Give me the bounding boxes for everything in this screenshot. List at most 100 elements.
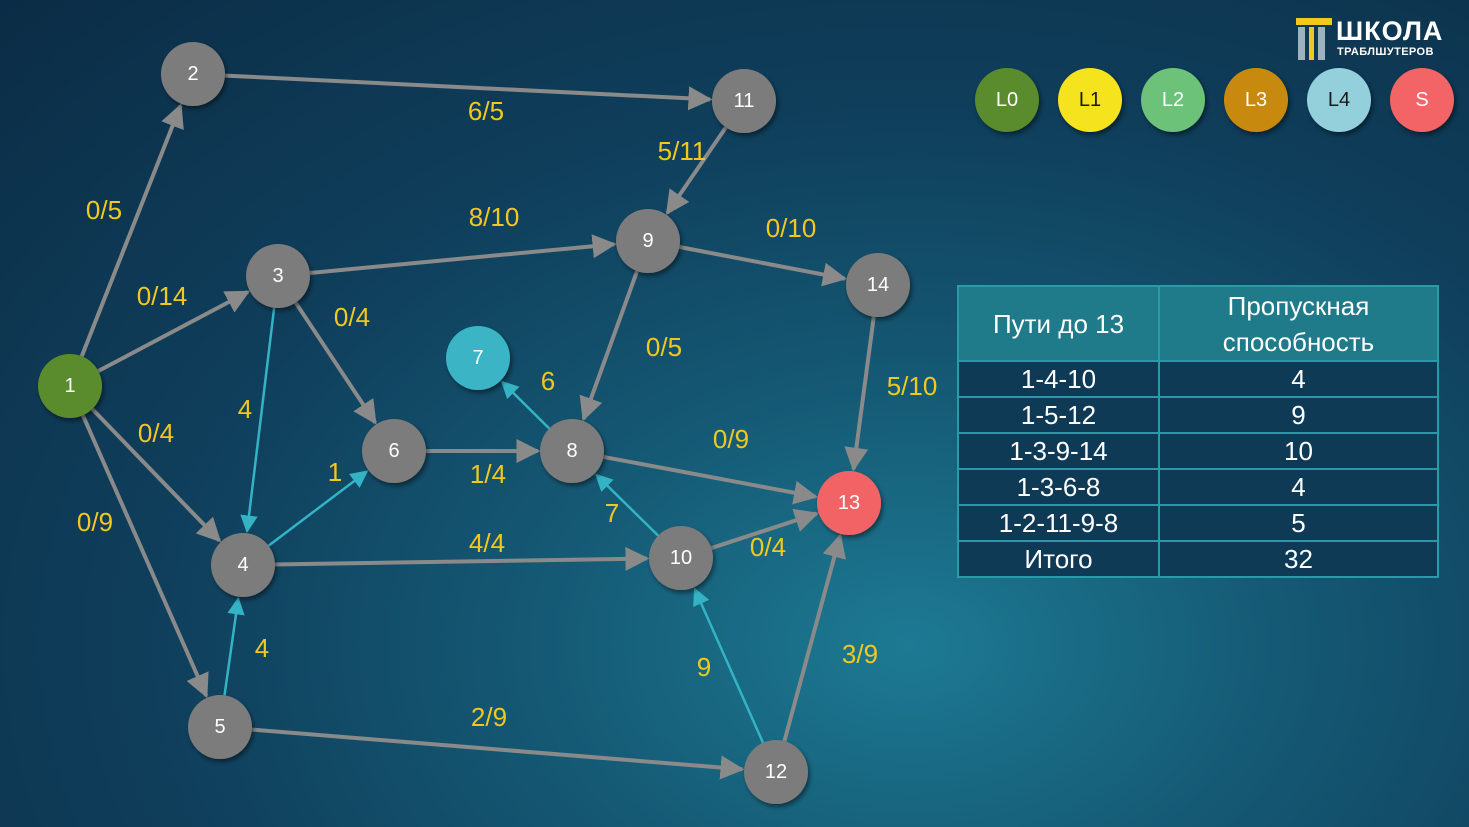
- edge-1-4: [90, 407, 222, 543]
- edge-label-10-13: 0/4: [750, 532, 786, 562]
- node-circle: [817, 471, 881, 535]
- node-5: 5: [188, 695, 252, 759]
- legend-chip-l4: L4: [1307, 68, 1371, 132]
- capacity-cell: 10: [1158, 432, 1439, 470]
- node-circle: [38, 354, 102, 418]
- node-label: 13: [838, 492, 860, 514]
- edge-label-12-10: 9: [697, 652, 711, 682]
- node-circle: [712, 69, 776, 133]
- edge-label-1-4: 0/4: [138, 418, 174, 448]
- edge-label-12-13: 3/9: [842, 639, 878, 669]
- path-cell: 1-2-11-9-8: [957, 504, 1160, 542]
- capacity-cell: 9: [1158, 396, 1439, 434]
- edges-layer: [79, 73, 876, 780]
- edge-label-4-6: 1: [328, 457, 342, 487]
- node-circle: [161, 42, 225, 106]
- edge-1-5: [81, 414, 209, 699]
- edge-label-9-14: 0/10: [766, 213, 817, 243]
- edge-label-1-3: 0/14: [137, 281, 188, 311]
- node-label: 2: [187, 63, 198, 85]
- edge-3-4: [240, 307, 276, 533]
- node-circle: [540, 419, 604, 483]
- header-capacity: Пропускная способность: [1158, 285, 1439, 362]
- edge-1-3: [97, 290, 251, 373]
- node-6: 6: [362, 419, 426, 483]
- brand-subtitle: ТРАБЛШУТЕРОВ: [1337, 46, 1434, 58]
- node-circle: [846, 253, 910, 317]
- edge-label-5-4: 4: [255, 633, 269, 663]
- node-circle: [744, 740, 808, 804]
- edge-label-3-4: 4: [238, 394, 252, 424]
- edge-8-7: [500, 380, 551, 430]
- edge-10-8: [595, 473, 660, 537]
- edge-1-2: [79, 103, 184, 357]
- legend-chip-l0: L0: [975, 68, 1039, 132]
- node-3: 3: [246, 244, 310, 308]
- edge-label-1-5: 0/9: [77, 507, 113, 537]
- node-8: 8: [540, 419, 604, 483]
- node-label: 7: [472, 347, 483, 369]
- edge-12-10: [693, 587, 765, 744]
- node-label: 1: [64, 375, 75, 397]
- table-row: 1-4-10 4: [957, 360, 1439, 398]
- paths-table: Пути до 13 Пропускная способность 1-4-10…: [957, 285, 1439, 578]
- node-label: 12: [765, 761, 787, 783]
- capacity-cell: 4: [1158, 468, 1439, 506]
- header-paths: Пути до 13: [957, 285, 1160, 362]
- node-circle: [188, 695, 252, 759]
- edge-11-9: [665, 126, 728, 215]
- table-row: 1-2-11-9-8 5: [957, 504, 1439, 542]
- edge-4-6: [267, 470, 369, 547]
- table-total-row: Итого 32: [957, 540, 1439, 578]
- edge-3-6: [294, 301, 377, 425]
- edge-8-13: [603, 454, 818, 505]
- brand-logo: ШКОЛА ТРАБЛШУТЕРОВ: [1296, 16, 1456, 62]
- path-cell: 1-5-12: [957, 396, 1160, 434]
- legend-chip-l3: L3: [1224, 68, 1288, 132]
- node-9: 9: [616, 209, 680, 273]
- edge-4-10: [274, 546, 650, 571]
- legend-chip-l1: L1: [1058, 68, 1122, 132]
- legend-chip-s: S: [1390, 68, 1454, 132]
- capacity-cell: 5: [1158, 504, 1439, 542]
- node-circle: [246, 244, 310, 308]
- edge-9-14: [679, 245, 847, 287]
- edge-label-8-13: 0/9: [713, 424, 749, 454]
- edge-label-1-2: 0/5: [86, 195, 122, 225]
- node-label: 9: [642, 230, 653, 252]
- edge-label-11-9: 5/11: [658, 136, 707, 166]
- level-legend: L0 L1 L2 L3 L4 S: [975, 68, 1454, 132]
- edge-label-6-8: 1/4: [470, 459, 506, 489]
- node-13: 13: [817, 471, 881, 535]
- edge-2-11: [224, 73, 713, 111]
- node-label: 6: [388, 440, 399, 462]
- node-circle: [211, 533, 275, 597]
- node-circle: [362, 419, 426, 483]
- edge-9-8: [579, 270, 639, 422]
- node-circle: [446, 326, 510, 390]
- node-label: 11: [734, 90, 755, 112]
- node-1: 1: [38, 354, 102, 418]
- node-label: 14: [867, 274, 889, 296]
- node-10: 10: [649, 526, 713, 590]
- total-value-cell: 32: [1158, 540, 1439, 578]
- edge-5-4: [223, 596, 245, 696]
- edge-label-3-9: 8/10: [469, 202, 520, 232]
- node-2: 2: [161, 42, 225, 106]
- edge-5-12: [251, 727, 745, 780]
- node-label: 3: [272, 265, 283, 287]
- edge-14-13: [844, 316, 876, 472]
- node-4: 4: [211, 533, 275, 597]
- node-label: 10: [670, 547, 692, 569]
- edge-label-10-8: 7: [605, 498, 619, 528]
- brand-name: ШКОЛА: [1336, 16, 1444, 46]
- node-7: 7: [446, 326, 510, 390]
- node-circle: [649, 526, 713, 590]
- edge-10-13: [710, 508, 819, 550]
- edge-label-8-7: 6: [541, 366, 555, 396]
- capacity-cell: 4: [1158, 360, 1439, 398]
- edge-3-9: [309, 234, 617, 275]
